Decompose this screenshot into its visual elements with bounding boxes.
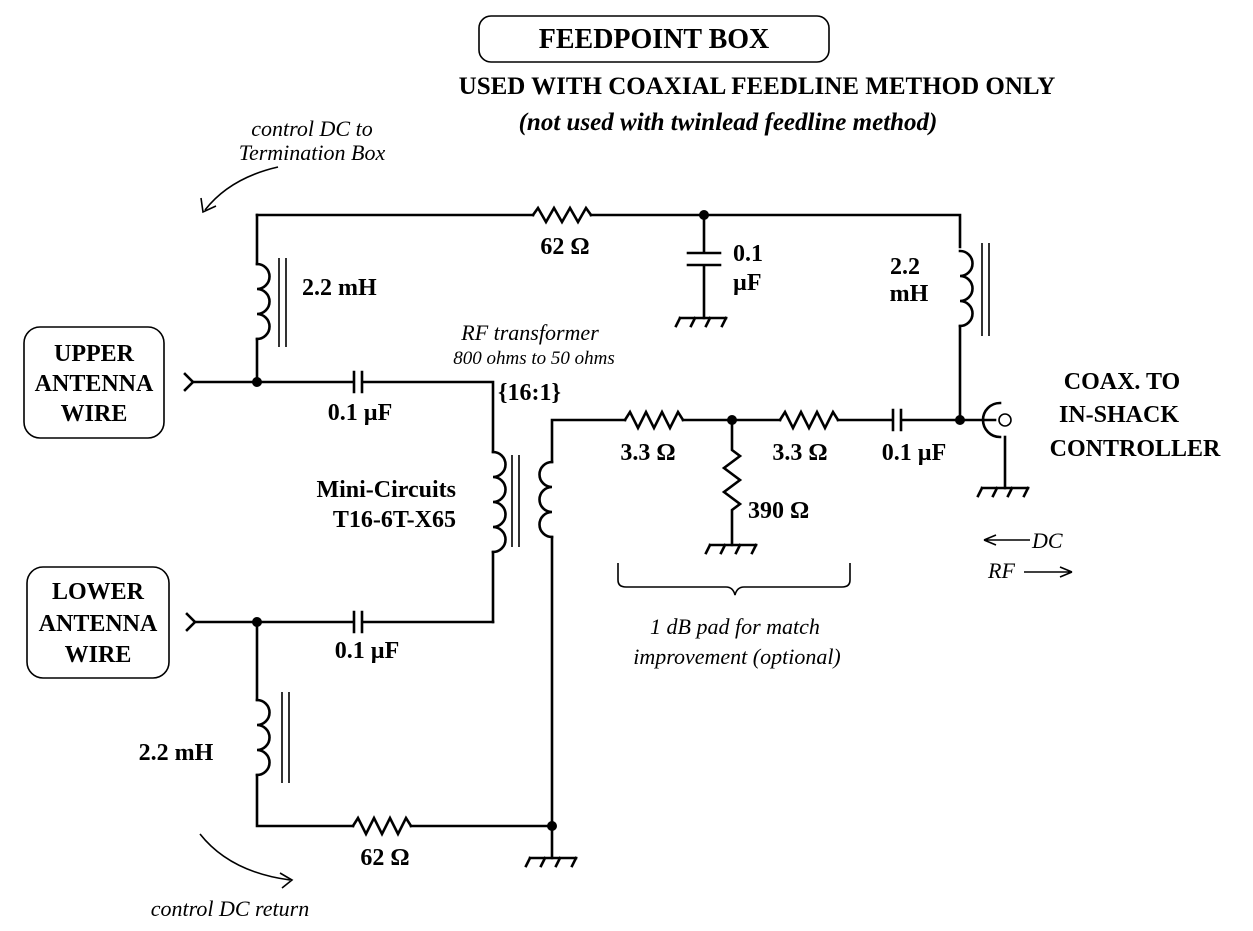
upper-antenna-label-1: UPPER [54, 341, 135, 367]
inductor-right [958, 249, 974, 328]
c-shunt-top-label-2: µF [733, 270, 762, 296]
l-right-label-2: mH [890, 281, 929, 307]
c-out-label: 0.1 µF [882, 440, 947, 466]
capacitor-out [836, 408, 997, 432]
arrow-curved-top-icon [200, 166, 279, 214]
subtitle: USED WITH COAXIAL FEEDLINE METHOD ONLY [459, 73, 1056, 100]
inductor-lower [255, 698, 271, 777]
coax-label-1: COAX. TO [1064, 369, 1180, 395]
lower-antenna-box [26, 566, 170, 679]
wire-lower-bottom [255, 773, 355, 828]
wire-lower-cap [193, 610, 495, 634]
ground-icon [704, 543, 758, 555]
capacitor-shunt-top [686, 213, 722, 320]
lower-antenna-label-1: LOWER [52, 579, 145, 605]
coax-connector-icon [981, 401, 1012, 490]
inductor-upper-core [278, 258, 287, 347]
junction-dot [955, 415, 965, 425]
coax-label-3: CONTROLLER [1050, 436, 1221, 462]
l-lower-label: 2.2 mH [139, 740, 214, 766]
dc-direction-label: DC [1031, 528, 1063, 553]
upper-antenna-label-3: WIRE [61, 401, 128, 427]
arrow-curved-bottom-icon [199, 833, 294, 889]
r-pad-shunt-label: 390 Ω [748, 498, 809, 524]
pad-note-2: improvement (optional) [633, 644, 841, 669]
r-top-label: 62 Ω [540, 234, 589, 260]
ground-icon [976, 486, 1030, 498]
inductor-lower-core [281, 692, 290, 783]
upper-antenna-box [23, 326, 165, 439]
rf-transformer-label-1: RF transformer [460, 320, 599, 345]
coax-label-2: IN-SHACK [1059, 402, 1179, 428]
transformer-ratio: {16:1} [498, 380, 561, 406]
r-bottom-label: 62 Ω [360, 845, 409, 871]
c-upper-label: 0.1 µF [328, 400, 393, 426]
upper-antenna-label-2: ANTENNA [35, 371, 154, 397]
arrow-right-rf-icon [1024, 566, 1073, 578]
transformer-secondary [538, 460, 554, 539]
l-right-label-1: 2.2 [890, 254, 920, 280]
transformer-primary [491, 450, 507, 554]
rf-transformer-label-2: 800 ohms to 50 ohms [453, 348, 615, 369]
resistor-pad-2 [778, 409, 840, 431]
page-title: FEEDPOINT BOX [539, 24, 770, 55]
c-shunt-top-label-1: 0.1 [733, 241, 763, 267]
subtitle-note: (not used with twinlead feedline method) [519, 109, 938, 136]
wire-secondary-top [550, 418, 627, 464]
c-lower-label: 0.1 µF [335, 638, 400, 664]
resistor-pad-shunt [721, 418, 743, 547]
transformer-core [511, 455, 520, 547]
junction-dot [547, 821, 557, 831]
pad-brace [617, 563, 851, 596]
transformer-label-1: Mini-Circuits [316, 477, 456, 503]
pad-note-1: 1 dB pad for match [650, 614, 820, 639]
resistor-pad-1 [623, 409, 685, 431]
control-dc-top-label-1: control DC to [251, 116, 372, 141]
inductor-right-core [981, 243, 990, 336]
resistor-62-top [531, 205, 593, 225]
arrow-left-dc-icon [983, 534, 1030, 546]
ground-icon [524, 856, 578, 868]
lower-antenna-label-3: WIRE [65, 642, 132, 668]
wire-upper-cap [191, 370, 495, 454]
title-box [478, 15, 830, 63]
transformer-label-2: T16-6T-X65 [333, 507, 456, 533]
inductor-upper [255, 262, 271, 341]
l-upper-label: 2.2 mH [302, 275, 377, 301]
lower-antenna-label-2: ANTENNA [39, 611, 158, 637]
r-pad1-label: 3.3 Ω [620, 440, 675, 466]
rf-direction-label: RF [987, 558, 1015, 583]
ground-icon [674, 316, 728, 328]
control-dc-return-label: control DC return [151, 896, 309, 921]
control-dc-top-label-2: Termination Box [239, 140, 386, 165]
r-pad2-label: 3.3 Ω [772, 440, 827, 466]
resistor-62-bottom [351, 815, 413, 837]
junction-dot [252, 377, 262, 387]
wire-top-right [589, 213, 962, 249]
